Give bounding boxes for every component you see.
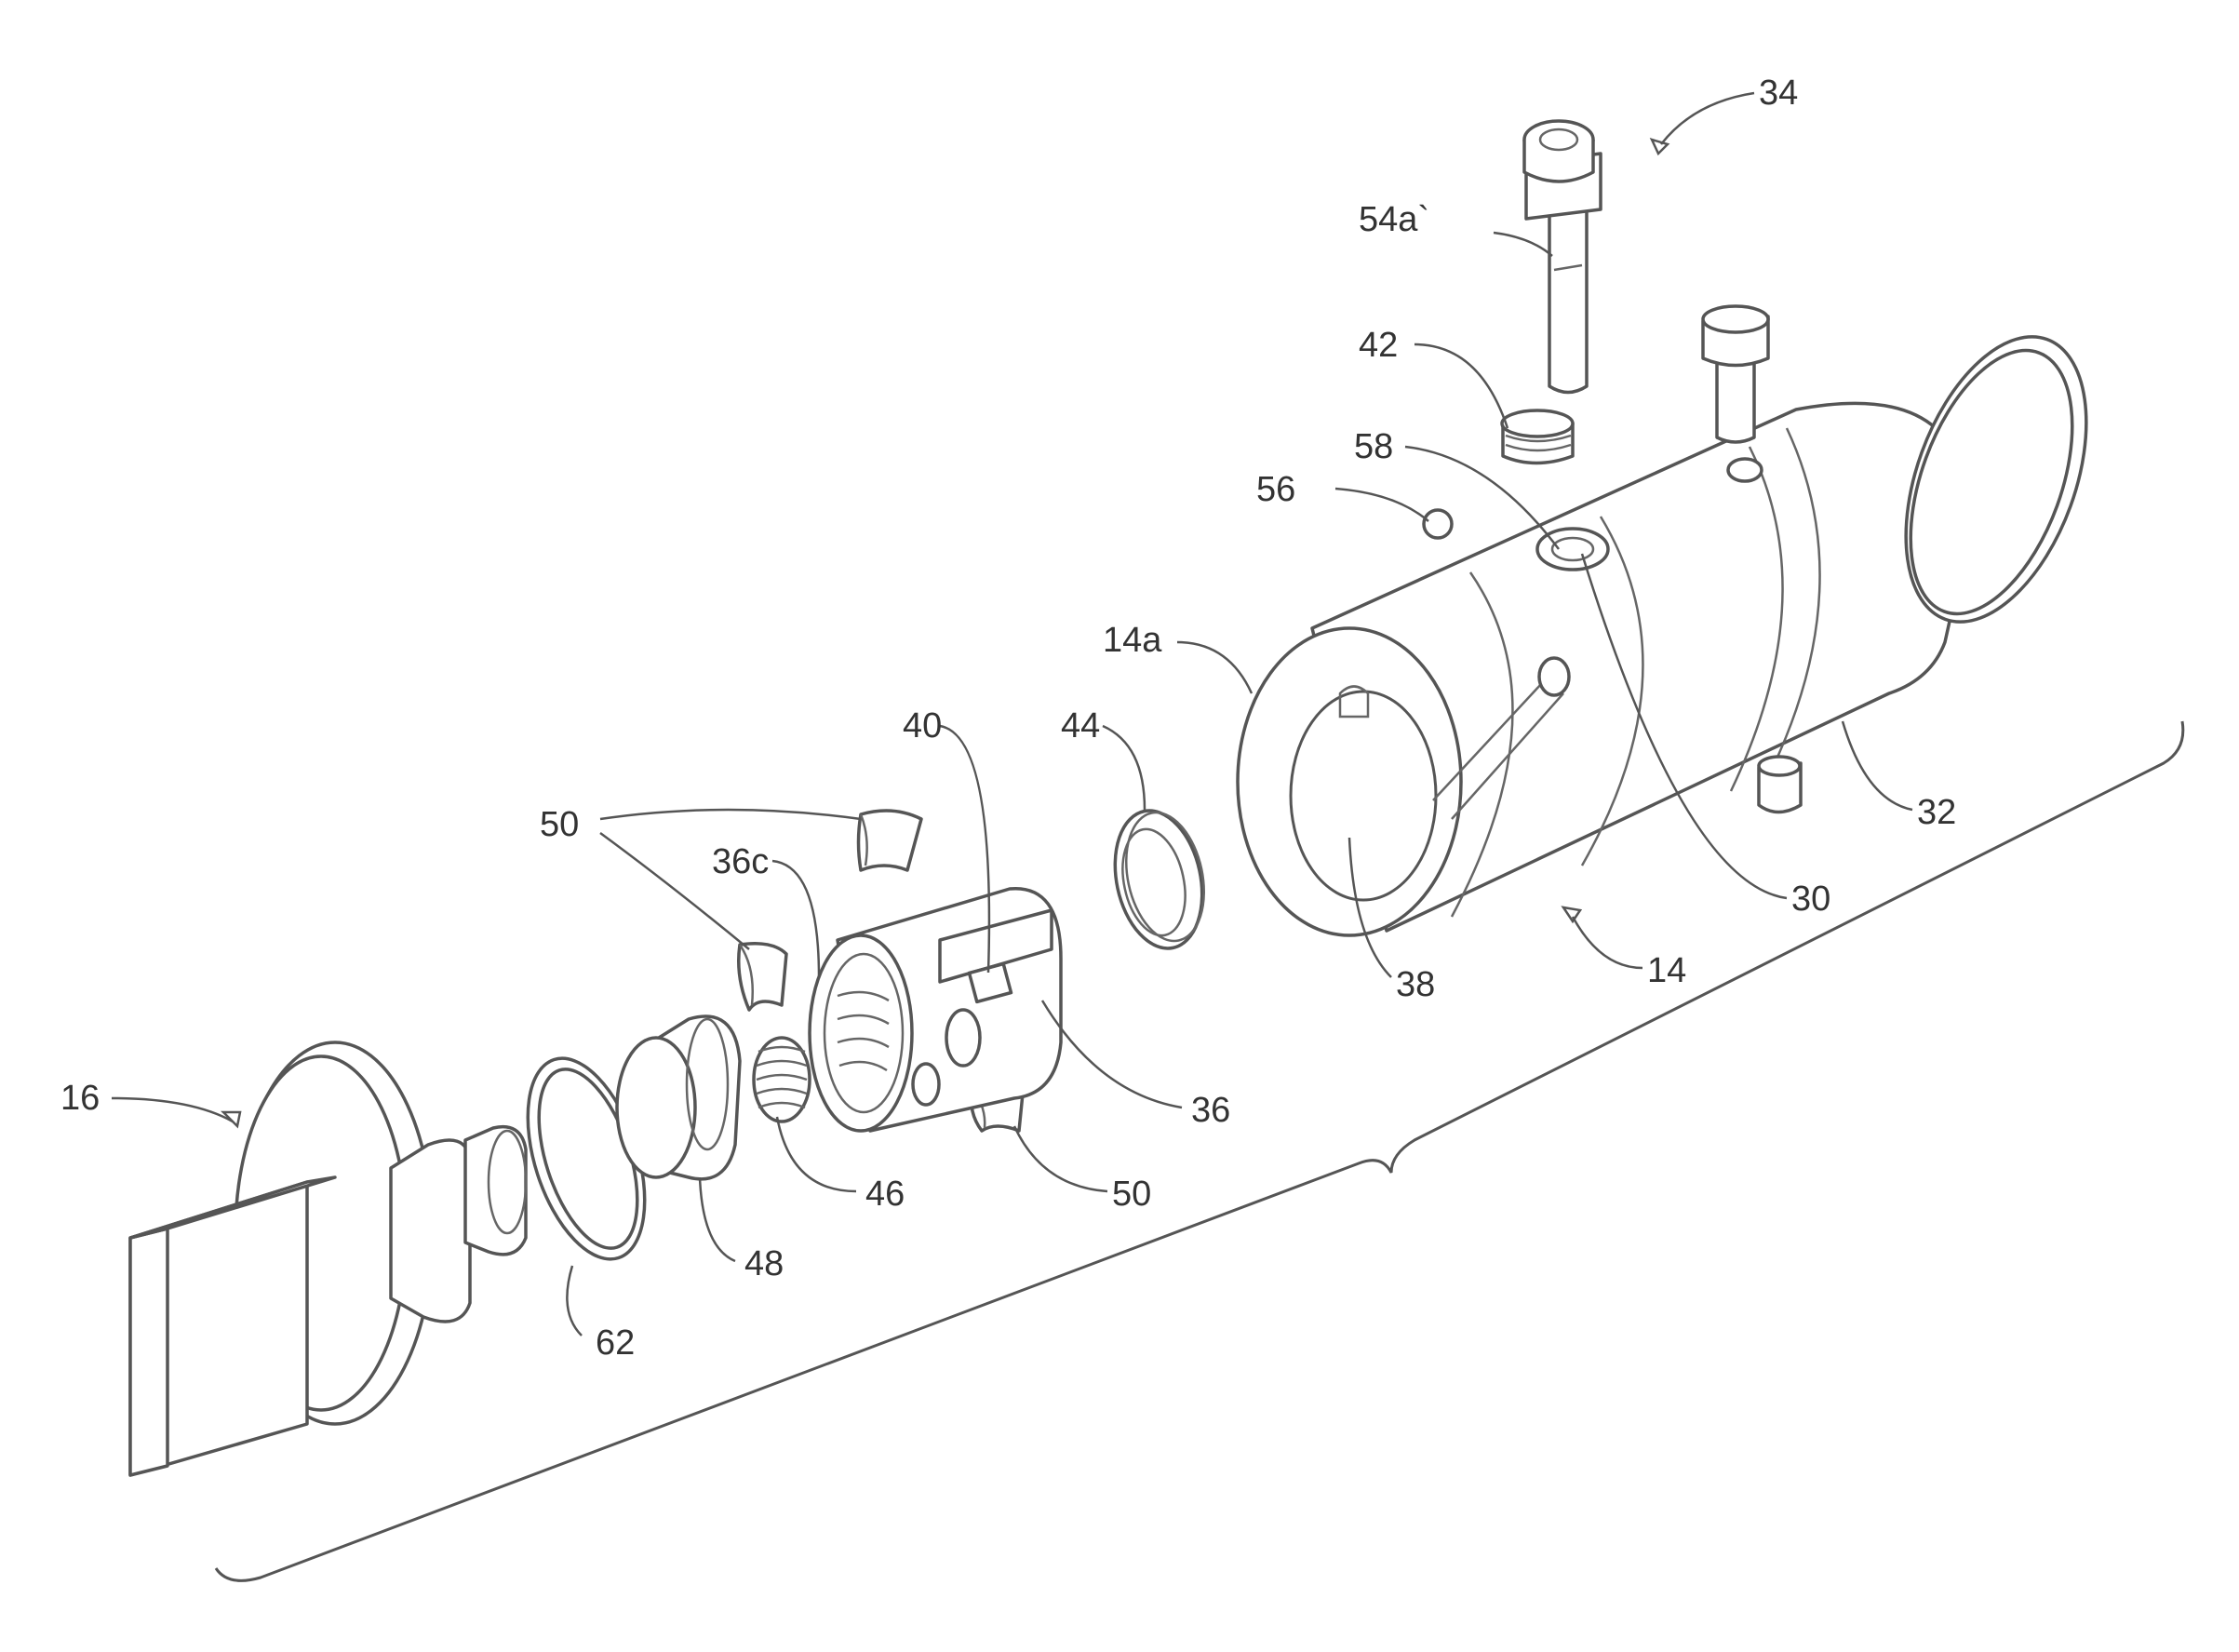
label-54a: 54a` xyxy=(1359,200,1429,239)
leader-44 xyxy=(1103,726,1145,810)
label-42: 42 xyxy=(1359,326,1398,365)
label-44: 44 xyxy=(1061,706,1100,745)
leader-36 xyxy=(1042,1001,1182,1108)
ball-56 xyxy=(1424,510,1452,538)
threaded-ring-44 xyxy=(1103,802,1214,956)
leader-46 xyxy=(777,1117,856,1191)
housing-14 xyxy=(1238,403,1967,935)
leader-62 xyxy=(567,1266,582,1336)
label-48: 48 xyxy=(744,1244,784,1283)
handle-part-16 xyxy=(130,1042,526,1475)
label-14a: 14a xyxy=(1103,621,1162,660)
leader-14 xyxy=(1573,917,1642,968)
label-50-top: 50 xyxy=(540,805,579,844)
label-16: 16 xyxy=(60,1079,100,1118)
leader-50a-1 xyxy=(600,810,861,819)
label-40: 40 xyxy=(903,706,942,745)
cam-sleeve-36 xyxy=(810,889,1061,1131)
leader-34 xyxy=(1661,93,1754,144)
label-56: 56 xyxy=(1256,470,1295,509)
leader-54a xyxy=(1494,233,1552,256)
bore-38 xyxy=(1291,692,1436,900)
label-36: 36 xyxy=(1191,1091,1230,1130)
label-32: 32 xyxy=(1917,793,1956,832)
leader-48 xyxy=(700,1177,735,1261)
label-36c: 36c xyxy=(712,842,769,881)
leader-50b xyxy=(1014,1126,1107,1191)
label-58: 58 xyxy=(1354,427,1393,466)
screw-54a xyxy=(1524,121,1601,393)
leader-42 xyxy=(1414,344,1508,428)
label-30: 30 xyxy=(1791,880,1830,919)
label-62: 62 xyxy=(596,1323,635,1363)
label-14: 14 xyxy=(1647,951,1686,990)
top-bolt xyxy=(1703,306,1768,442)
leader-14a xyxy=(1177,642,1252,693)
segment-50-top xyxy=(859,811,922,870)
label-46: 46 xyxy=(865,1175,905,1214)
leader-16 xyxy=(112,1098,233,1121)
label-38: 38 xyxy=(1396,965,1435,1004)
segment-50-left xyxy=(739,944,786,1010)
insert-42 xyxy=(1502,410,1573,463)
label-34: 34 xyxy=(1759,74,1798,113)
label-50-bottom: 50 xyxy=(1112,1175,1151,1214)
leader-56 xyxy=(1335,489,1428,521)
spring-46 xyxy=(754,1038,810,1121)
leader-32 xyxy=(1843,721,1912,810)
piston-48 xyxy=(617,1016,740,1179)
